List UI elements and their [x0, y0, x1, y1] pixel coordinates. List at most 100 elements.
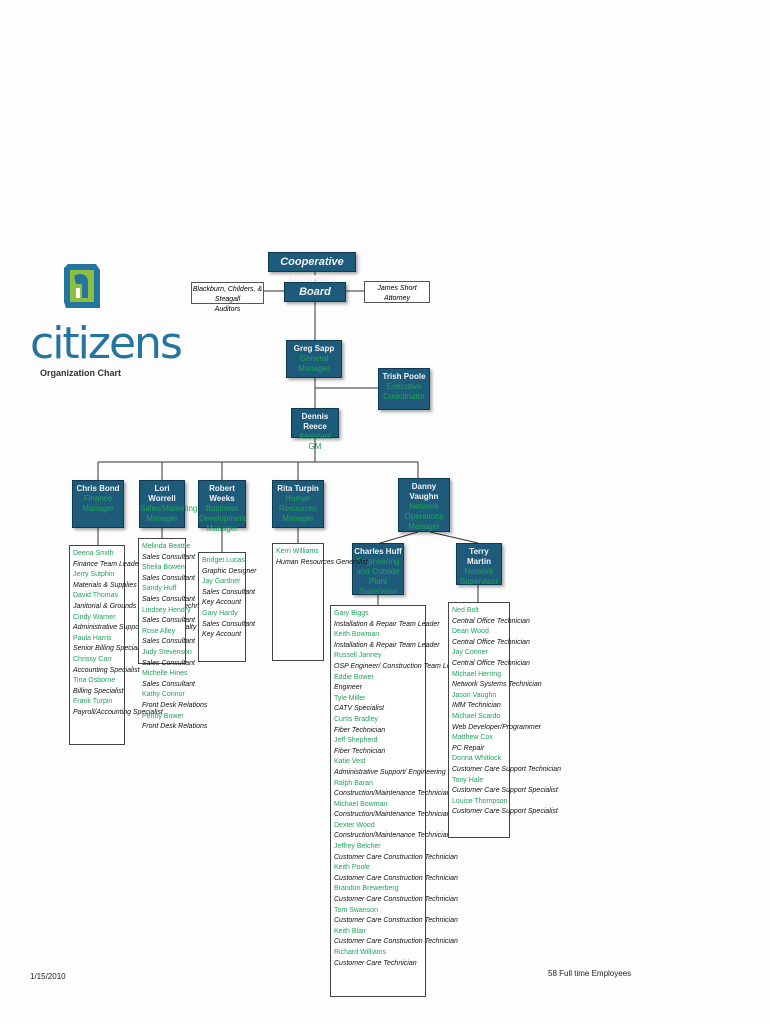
staff-role: Central Office Technician — [452, 638, 530, 646]
staff-role: Installation & Repair Team Leader — [334, 641, 440, 649]
staff-role: PC Repair — [452, 744, 485, 752]
auditors-role: Auditors — [214, 306, 241, 313]
manager-box-finance: Chris Bond Finance Manager — [72, 480, 124, 528]
staff-name: Ralph Baran — [334, 779, 373, 787]
staff-name: Tyle Miller — [334, 694, 366, 702]
staff-name: Gary Hardy — [202, 609, 238, 617]
staff-role: Customer Care Technician — [334, 959, 417, 967]
staff-role: Key Account — [202, 631, 242, 639]
staff-name: Brandon Brewerberg — [334, 885, 399, 893]
staff-name: Sheila Bowen — [142, 564, 185, 572]
staff-role: Network Systems Technician — [452, 681, 542, 689]
manager-title: Network Operations Manager — [404, 502, 444, 531]
staff-name: Jay Conner — [452, 649, 488, 657]
staff-name: Curtis Bradley — [334, 715, 378, 723]
staff-name: Tom Swanson — [334, 906, 378, 914]
ec-name: Trish Poole — [382, 372, 426, 381]
staff-name: Chrissy Carr — [73, 655, 112, 663]
staff-role: Engineer — [334, 684, 363, 692]
staff-role: Construction/Maintenance Technician — [334, 790, 451, 798]
staff-name: Katie Vest — [334, 758, 366, 766]
manager-name: Danny Vaughn — [409, 482, 439, 501]
staff-role: Sales Consultant — [202, 620, 255, 628]
staff-name: Michelle Hines — [142, 670, 188, 678]
staff-role: Administrative Support/ Engineering — [334, 768, 446, 776]
staff-role: Finance Team Leader — [73, 560, 141, 568]
manager-title: Finance Manager — [82, 494, 114, 513]
staff-role: Fiber Technician — [334, 747, 386, 755]
staff-role: Janitorial & Grounds Maintenance Technic… — [73, 602, 214, 610]
org-chart-subtitle: Organization Chart — [40, 368, 122, 378]
staff-role: Materials & Supplies Agent — [73, 581, 157, 589]
staff-role: Front Desk Relations — [142, 701, 208, 709]
staff-name: Dexter Wood — [334, 821, 375, 829]
supervisor-box-engineering: Charles Huff Engineering and Outside Pla… — [352, 543, 404, 596]
manager-name: Lori Worrell — [148, 484, 176, 503]
staff-role: Customer Care Support Specialist — [452, 808, 558, 816]
staff-role: Front Desk Relations — [142, 723, 208, 731]
manager-name: Chris Bond — [76, 484, 120, 493]
manager-box-network-ops: Danny Vaughn Network Operations Manager — [398, 478, 450, 532]
staff-role: Customer Care Construction Technician — [334, 896, 458, 904]
staff-role: Senior Billing Specialist — [73, 645, 146, 653]
manager-name: Rita Turpin — [277, 484, 319, 493]
employee-count: 58 Full time Employees — [548, 969, 632, 978]
manager-box-hr: Rita Turpin Human Resources Manager — [272, 480, 324, 528]
agm-name: Dennis Reece — [301, 412, 329, 431]
staff-name: Penny Bower — [142, 712, 184, 720]
staff-role: Key Account — [202, 599, 242, 607]
manager-title: Human Resources Manager — [278, 494, 318, 523]
manager-box-business: Robert Weeks Business Development Manage… — [198, 480, 246, 533]
staff-role: Payroll/Accounting Specialist — [73, 708, 163, 716]
staff-name: Lindsey Hendry — [142, 606, 191, 614]
staff-name: Keith Poole — [334, 864, 370, 872]
general-manager-box: Greg Sapp General Manager — [286, 340, 342, 378]
staff-name: Judy Stevenson — [142, 648, 192, 656]
staff-name: Louise Thompson — [452, 797, 508, 805]
staff-name: Michael Herring — [452, 670, 502, 678]
staff-role: Fiber Technician — [334, 726, 386, 734]
staff-role: Customer Care Support Technician — [452, 765, 562, 773]
staff-role: Graphic Designer — [202, 567, 257, 575]
staff-name: Jeff Shepherd — [334, 737, 378, 745]
chart-date: 1/15/2010 — [30, 972, 66, 981]
staff-name: Kathy Connor — [142, 691, 185, 699]
staff-name: Bridget Lucas — [202, 557, 245, 564]
staff-role: Accounting Specialist — [73, 666, 140, 674]
attorney-name: James Short — [377, 285, 417, 292]
staff-role: Human Resources Generalist — [276, 558, 368, 566]
supervisor-title: Network Supervisor — [459, 567, 499, 586]
staff-name: Donna Whitlock — [452, 755, 502, 763]
cooperative-members-box: Cooperative Members — [268, 252, 356, 286]
staff-role: Installation & Repair Team Leader — [334, 620, 440, 628]
staff-name: Keith Bowman — [334, 631, 380, 639]
logo-emblem-icon — [64, 264, 100, 308]
staff-name: Keith Blair — [334, 927, 366, 935]
supervisor-name: Charles Huff — [354, 547, 402, 556]
manager-box-sales: Lori Worrell Sales/Marketing Manager — [139, 480, 197, 528]
staff-name: Frank Turpin — [73, 698, 113, 706]
attorney-role: Attorney — [383, 295, 411, 302]
logo-wordmark: citizens — [30, 318, 183, 369]
staff-name: David Thomas — [73, 592, 119, 600]
staff-role: Administrative Support/ Billing Specialt… — [73, 624, 197, 632]
staff-role: Central Office Technician — [452, 659, 530, 667]
staff-role: Sales Consultant — [142, 617, 195, 625]
staff-name: Sandy Huff — [142, 585, 177, 593]
supervisor-box-network: Terry Martin Network Supervisor — [456, 543, 502, 586]
staff-role: Sales Consultant — [142, 553, 195, 561]
staff-role: Sales Consultant — [142, 659, 195, 667]
staff-name: Rose Alley — [142, 627, 176, 635]
staff-name: Melinda Beattie — [142, 543, 191, 550]
staff-role: Construction/Maintenance Technician — [334, 832, 451, 840]
staff-role: Billing Specialist — [73, 687, 124, 695]
citizens-logo — [58, 262, 122, 316]
staff-role: Web Developer/Programmer — [452, 723, 541, 731]
staff-name: Kerri Williams — [276, 548, 319, 555]
